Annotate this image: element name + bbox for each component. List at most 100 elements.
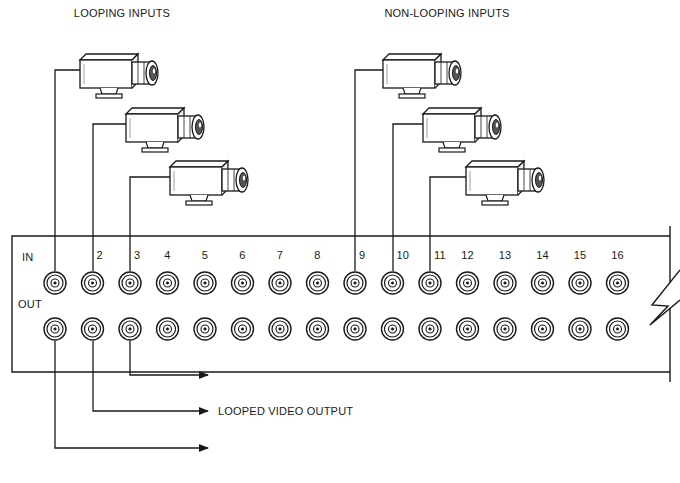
bnc-ring — [122, 321, 138, 337]
bnc-ring — [54, 282, 57, 285]
bnc-ring — [314, 325, 322, 333]
bnc-ring — [494, 318, 516, 340]
camera — [466, 161, 544, 205]
bnc-ring — [85, 275, 101, 291]
bnc-ring — [232, 272, 254, 294]
bnc-ring — [279, 282, 282, 285]
bnc-ring — [119, 318, 141, 340]
bnc-ring — [501, 279, 509, 287]
bnc-ring — [119, 272, 141, 294]
bnc-ring — [51, 279, 59, 287]
bnc-ring — [460, 275, 476, 291]
bnc-ring — [157, 272, 179, 294]
bnc-ring — [391, 282, 394, 285]
bnc-ring — [157, 318, 179, 340]
bnc-ring — [82, 318, 104, 340]
bnc-ring — [351, 325, 359, 333]
bnc-ring — [419, 318, 441, 340]
bnc-ring — [532, 272, 554, 294]
bnc-ring — [201, 325, 209, 333]
bnc-ring — [269, 272, 291, 294]
bnc-ring — [232, 318, 254, 340]
bnc-ring — [197, 321, 213, 337]
bnc-ring — [126, 279, 134, 287]
bnc-ring — [535, 275, 551, 291]
camera — [80, 54, 158, 98]
bnc-ring — [419, 272, 441, 294]
bnc-ring — [126, 325, 134, 333]
bnc-ring — [572, 321, 588, 337]
bnc-ring — [279, 328, 282, 331]
bnc-ring — [460, 321, 476, 337]
bnc-ring — [569, 318, 591, 340]
bnc-ring — [201, 279, 209, 287]
bnc-ring — [276, 279, 284, 287]
bnc-ring — [276, 325, 284, 333]
bnc-ring — [239, 325, 247, 333]
section-heading: LOOPING INPUTS — [74, 8, 170, 19]
bnc-ring — [389, 279, 397, 287]
bnc-ring — [579, 328, 582, 331]
bnc-ring — [457, 318, 479, 340]
channel-number: 14 — [536, 250, 549, 261]
bnc-ring — [204, 328, 207, 331]
bnc-ring — [44, 318, 66, 340]
bnc-ring — [241, 328, 244, 331]
bnc-ring — [532, 318, 554, 340]
port-label: OUT — [18, 299, 42, 310]
bnc-ring — [91, 282, 94, 285]
bnc-ring — [610, 275, 626, 291]
bnc-ring — [347, 321, 363, 337]
bnc-ring — [614, 325, 622, 333]
bnc-ring — [166, 328, 169, 331]
camera — [383, 54, 461, 98]
bnc-ring — [614, 279, 622, 287]
channel-number: 4 — [164, 250, 170, 261]
bnc-ring — [616, 328, 619, 331]
bnc-ring — [310, 321, 326, 337]
bnc-ring — [272, 321, 288, 337]
channel-number: 11 — [434, 250, 446, 261]
bnc-ring — [385, 275, 401, 291]
bnc-ring — [129, 328, 132, 331]
camera — [126, 108, 204, 152]
bnc-ring — [610, 321, 626, 337]
bnc-ring — [426, 325, 434, 333]
bnc-ring — [464, 279, 472, 287]
bnc-ring — [235, 275, 251, 291]
bnc-ring — [541, 328, 544, 331]
bnc-ring — [497, 321, 513, 337]
bnc-ring — [307, 272, 329, 294]
bnc-ring — [354, 282, 357, 285]
channel-number: 16 — [611, 250, 624, 261]
bnc-ring — [504, 282, 507, 285]
bnc-ring — [344, 272, 366, 294]
bnc-ring — [47, 321, 63, 337]
bnc-ring — [607, 318, 629, 340]
channel-number: 15 — [574, 250, 587, 261]
bnc-ring — [569, 272, 591, 294]
bnc-ring — [269, 318, 291, 340]
bnc-ring — [466, 328, 469, 331]
bnc-ring — [576, 279, 584, 287]
bnc-ring — [316, 282, 319, 285]
channel-number: 12 — [461, 250, 474, 261]
bnc-ring — [166, 282, 169, 285]
bnc-ring — [351, 279, 359, 287]
output-label: LOOPED VIDEO OUTPUT — [218, 406, 353, 417]
bnc-ring — [85, 321, 101, 337]
bnc-ring — [51, 325, 59, 333]
bnc-ring — [272, 275, 288, 291]
bnc-ring — [47, 275, 63, 291]
bnc-ring — [82, 272, 104, 294]
bnc-ring — [89, 279, 97, 287]
bnc-ring — [307, 318, 329, 340]
bnc-ring — [164, 279, 172, 287]
bnc-ring — [616, 282, 619, 285]
bnc-ring — [347, 275, 363, 291]
bnc-ring — [160, 275, 176, 291]
port-label: IN — [22, 252, 33, 263]
channel-number: 2 — [97, 250, 103, 261]
bnc-ring — [541, 282, 544, 285]
bnc-ring — [501, 325, 509, 333]
